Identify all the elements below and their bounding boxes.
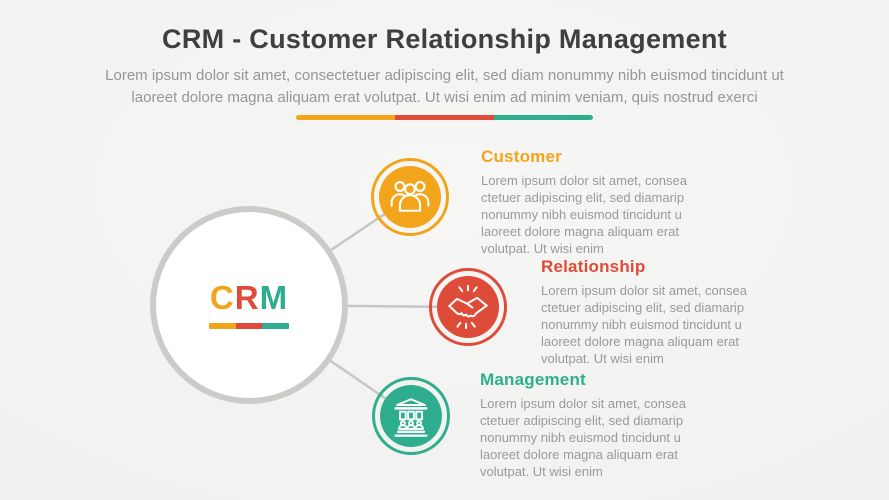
management-section: Management Lorem ipsum dolor sit amet, c… xyxy=(480,369,730,480)
crm-label: CRM xyxy=(210,281,288,314)
bank-building-icon xyxy=(394,398,428,437)
divider-segment-orange xyxy=(296,115,395,120)
crm-underline xyxy=(209,323,289,329)
crm-underline-orange xyxy=(209,323,236,329)
relationship-circle-inner xyxy=(437,276,499,338)
customer-section: Customer Lorem ipsum dolor sit amet, con… xyxy=(481,146,731,257)
management-body-text: Lorem ipsum dolor sit amet, consea ctetu… xyxy=(480,396,686,479)
crm-letter-c: C xyxy=(209,279,235,316)
crm-underline-teal xyxy=(262,323,289,329)
crm-underline-red xyxy=(235,323,263,329)
relationship-heading: Relationship xyxy=(541,257,646,276)
relationship-circle xyxy=(429,268,507,346)
crm-letter-m: M xyxy=(259,279,289,316)
header: CRM - Customer Relationship Management L… xyxy=(0,0,889,109)
divider-segment-red xyxy=(395,115,494,120)
handshake-icon xyxy=(448,284,488,330)
crm-letter-r: R xyxy=(234,279,260,316)
page-subtitle: Lorem ipsum dolor sit amet, consectetuer… xyxy=(105,67,784,106)
relationship-body-text: Lorem ipsum dolor sit amet, consea ctetu… xyxy=(541,283,747,366)
customer-heading: Customer xyxy=(481,147,562,166)
title-divider xyxy=(296,115,593,120)
management-circle xyxy=(372,377,450,455)
customer-circle xyxy=(371,158,449,236)
crm-center-circle: CRM xyxy=(150,206,348,404)
relationship-section: Relationship Lorem ipsum dolor sit amet,… xyxy=(541,256,791,367)
page-title: CRM - Customer Relationship Management xyxy=(162,24,727,54)
management-heading: Management xyxy=(480,370,586,389)
management-circle-inner xyxy=(380,385,442,447)
people-group-icon xyxy=(390,181,430,212)
customer-body-text: Lorem ipsum dolor sit amet, consea ctetu… xyxy=(481,173,687,256)
divider-segment-teal xyxy=(494,115,593,120)
customer-circle-inner xyxy=(379,166,441,228)
